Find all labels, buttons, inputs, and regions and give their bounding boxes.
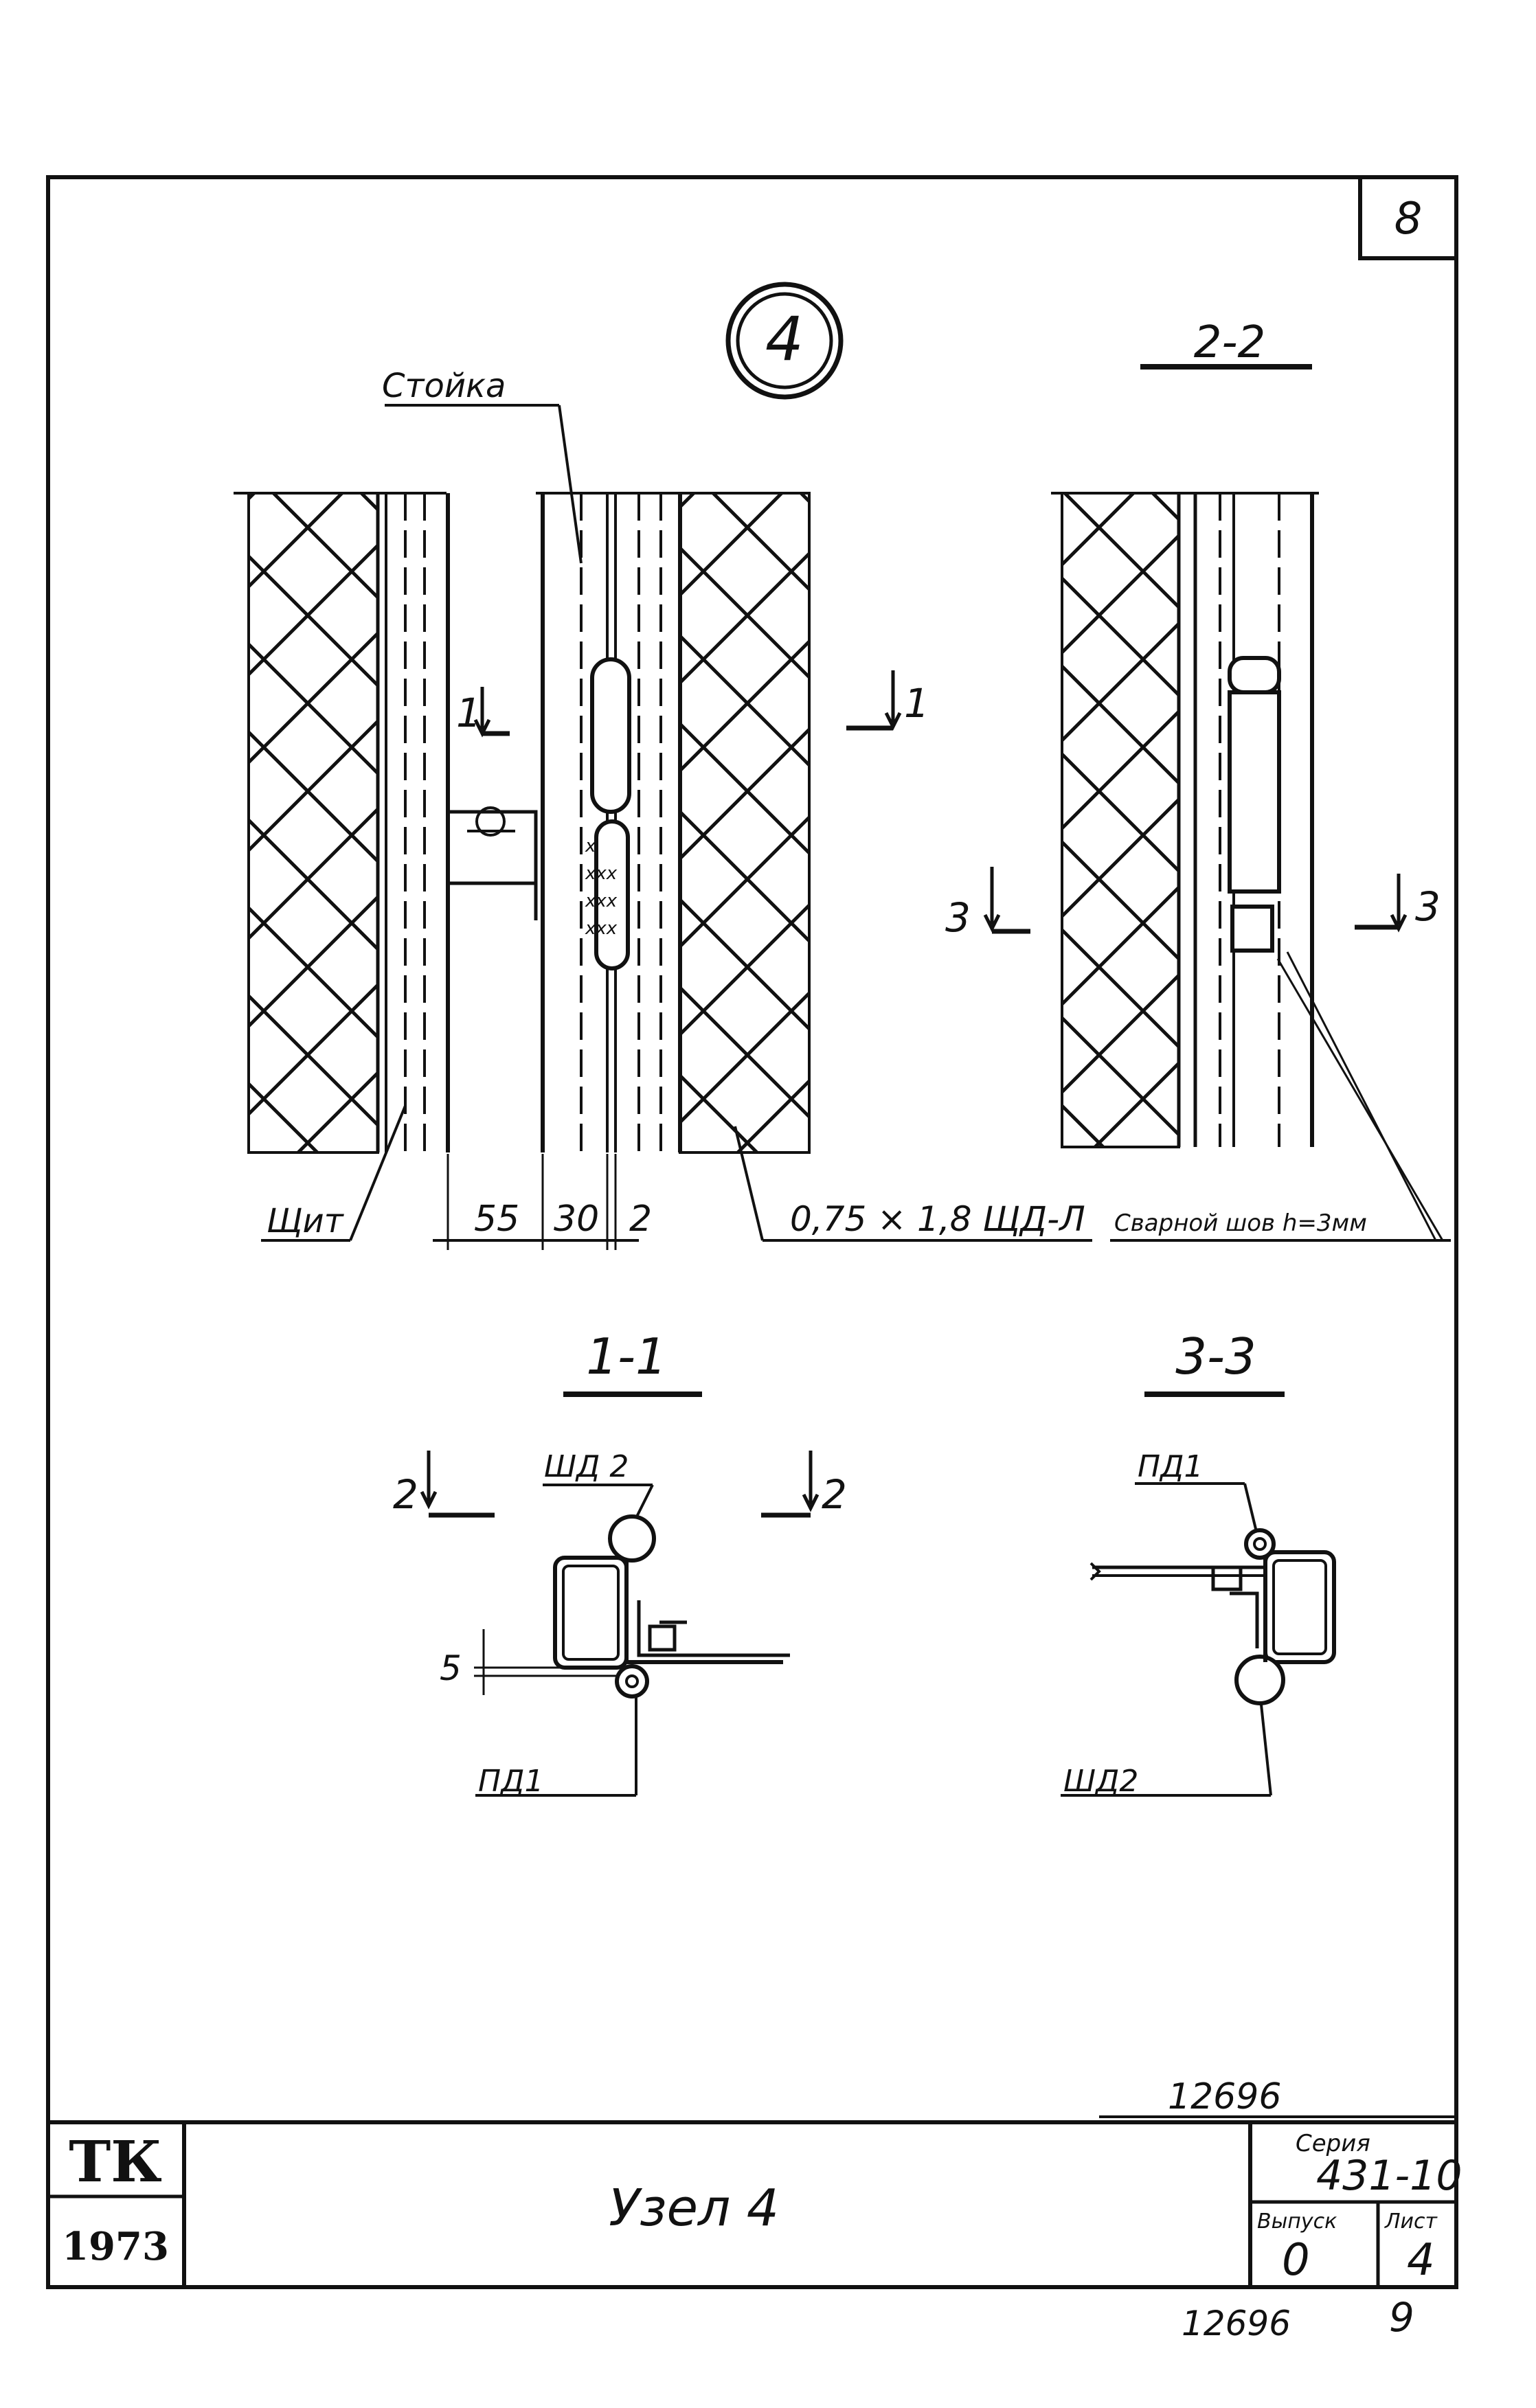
- section-2-2-title: 2-2: [1194, 317, 1266, 368]
- dim-30: 30: [554, 1199, 599, 1240]
- node-marker: 4: [725, 282, 844, 400]
- issue-value: 0: [1282, 2235, 1310, 2286]
- section-1-1: 1-1 2 2 ШД 2 ПД1: [393, 1328, 847, 1799]
- panel-mark: 0,75 × 1,8 ЩД-Л: [790, 1199, 1085, 1239]
- page-number-box: 8: [1358, 175, 1458, 260]
- cut-marker-3-right: 3: [1355, 874, 1441, 933]
- series-value: 431-10: [1316, 2152, 1462, 2200]
- svg-text:x: x: [585, 836, 596, 856]
- year: 1973: [62, 2224, 169, 2269]
- panel-mark-callout: 0,75 × 1,8 ЩД-Л: [734, 1126, 1092, 1242]
- dim-2: 2: [629, 1199, 652, 1240]
- right-shield-mesh: [679, 492, 811, 1154]
- pin-pd1-1-1: [615, 1664, 649, 1699]
- page-number: 8: [1394, 194, 1423, 245]
- cut-marker-3-left: 3: [945, 867, 1030, 941]
- hinge-lower: [594, 819, 630, 970]
- stamp-bottom-right: 9: [1389, 2294, 1414, 2341]
- stamp-bottom: 12696: [1182, 2304, 1291, 2343]
- stamp-top: 12696: [1168, 2076, 1281, 2117]
- post-label: Стойка: [382, 367, 506, 405]
- svg-text:2: 2: [822, 1471, 847, 1518]
- sheet-frame: [46, 175, 1458, 2289]
- main-elevation: x xxx xxx xxx 1 1 Стойка Щит: [234, 367, 1451, 1250]
- svg-text:1: 1: [456, 690, 482, 736]
- post-tube-1-1: [553, 1556, 629, 1670]
- svg-text:ПД1: ПД1: [478, 1764, 543, 1799]
- svg-text:xxx: xxx: [585, 863, 618, 884]
- hinge-shd2-3-3: [1234, 1655, 1285, 1705]
- section-2-2-mesh: [1061, 492, 1180, 1148]
- svg-text:3: 3: [1415, 883, 1441, 930]
- weld-note: Сварной шов h=3мм: [1114, 1209, 1367, 1237]
- section-3-3: 3-3 ПД1 ШД2: [1061, 1328, 1336, 1799]
- cut-marker-1-left: 1: [456, 687, 510, 738]
- drawing-title: Узел 4: [609, 2179, 779, 2238]
- svg-text:xxx: xxx: [585, 891, 618, 911]
- hinge-upper: [590, 657, 631, 814]
- hinge-shd2-1-1: [608, 1514, 656, 1563]
- sheet-label: Лист: [1384, 2210, 1438, 2234]
- svg-text:ПД1: ПД1: [1138, 1449, 1203, 1484]
- dim-55: 55: [474, 1199, 519, 1240]
- svg-text:2: 2: [393, 1471, 418, 1518]
- section-1-1-title: 1-1: [586, 1328, 667, 1385]
- sheet-value: 4: [1407, 2235, 1435, 2286]
- org-mark: ТК: [69, 2129, 162, 2195]
- svg-text:ШД2: ШД2: [1063, 1764, 1138, 1799]
- post-tube-3-3: [1263, 1550, 1336, 1664]
- cut-marker-2-left: 2: [393, 1451, 495, 1518]
- svg-text:5: 5: [440, 1648, 462, 1688]
- post-callout: Стойка: [382, 367, 583, 564]
- bracket-plate: [446, 810, 538, 885]
- section-3-3-title: 3-3: [1175, 1328, 1256, 1385]
- pin-pd1-3-3: [1244, 1528, 1276, 1560]
- series-label: Серия: [1296, 2130, 1370, 2157]
- svg-text:3: 3: [945, 894, 971, 941]
- cut-marker-1-right: 1: [846, 670, 929, 731]
- shield-label: Щит: [267, 1202, 345, 1240]
- weld-note-callout: Сварной шов h=3мм: [1110, 951, 1451, 1242]
- dim-5-callout: 5: [440, 1629, 618, 1695]
- svg-text:1: 1: [904, 680, 929, 727]
- dimension-chain: 55 30 2: [433, 1154, 652, 1250]
- left-shield-mesh: [247, 492, 379, 1154]
- section-2-2: 2-2 3 3: [945, 317, 1441, 1148]
- issue-label: Выпуск: [1257, 2210, 1337, 2234]
- svg-text:ШД 2: ШД 2: [544, 1449, 629, 1484]
- title-block: 12696 ТК 1973 Узел 4 Серия 431-10 Выпуск…: [48, 2076, 1462, 2343]
- shield-callout: Щит: [261, 1105, 407, 1242]
- node-number: 4: [765, 304, 804, 374]
- svg-text:xxx: xxx: [585, 918, 618, 939]
- cut-marker-2-right: 2: [761, 1451, 847, 1518]
